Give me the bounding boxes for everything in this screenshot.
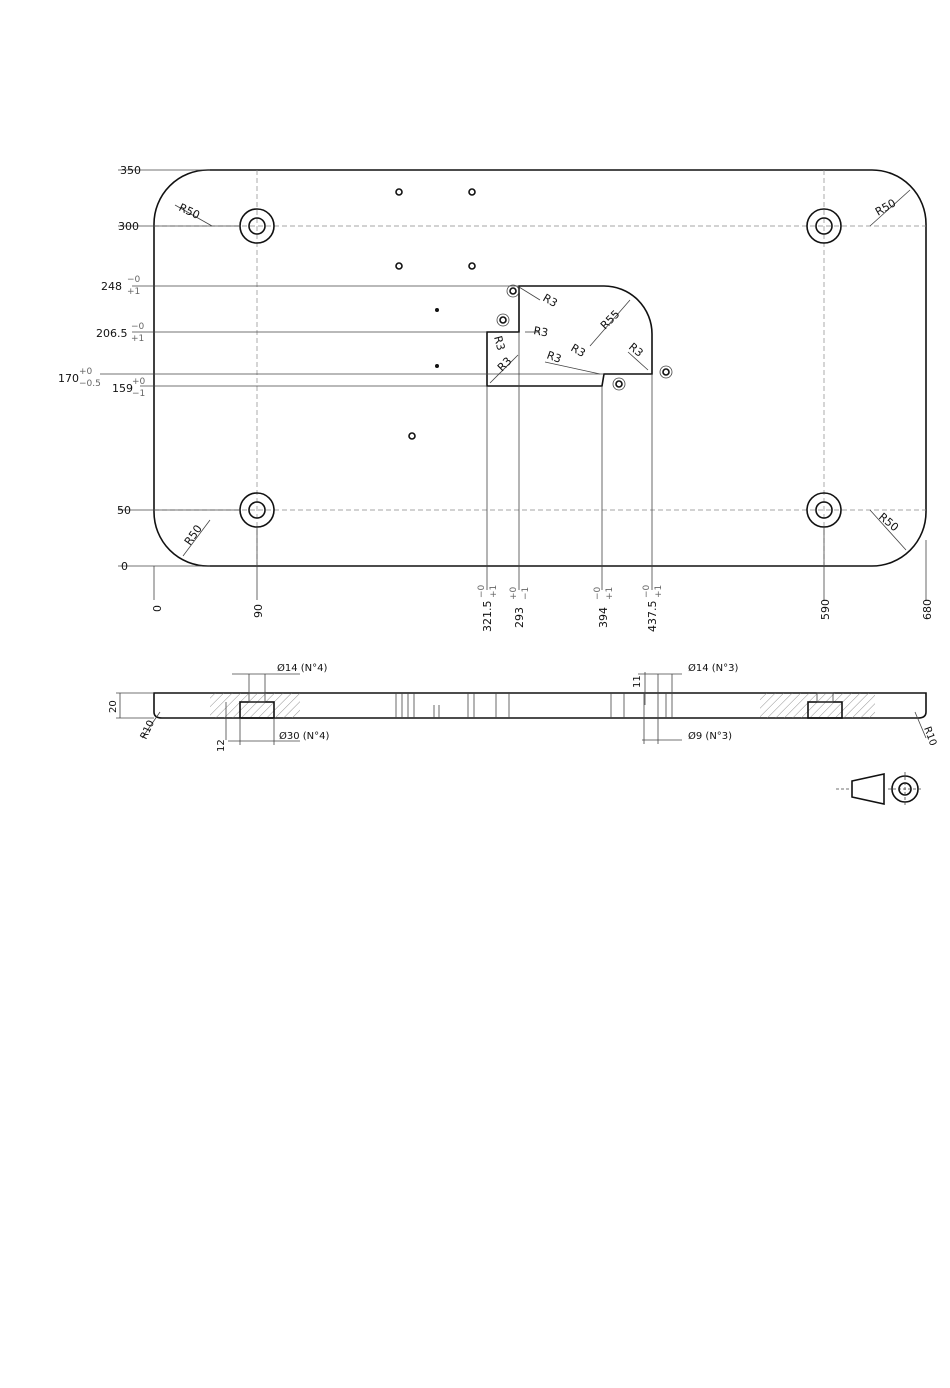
thickness-label: 20 (108, 700, 119, 713)
cutout-outline (487, 286, 652, 386)
depth-11-label: 11 (632, 675, 643, 688)
dim-y-0: 0 (121, 560, 128, 573)
counterbore-depth-label: 12 (216, 739, 227, 752)
x-dimension-lines (154, 332, 926, 600)
first-angle-projection-icon (836, 772, 922, 806)
dim-y-206-5-tol-upper: −0 (131, 322, 145, 332)
radius-label: R55 (598, 308, 622, 332)
dim-x-394-tol-upper: −0 (593, 586, 603, 600)
dim-x-680: 680 (921, 599, 934, 620)
hole-n4-large-label: Ø30 (N°4) (279, 730, 330, 742)
radius-label: R50 (177, 201, 202, 222)
y-dimension-lines (100, 170, 604, 566)
radius-label: R50 (182, 523, 205, 548)
dim-y-248: 248 (101, 280, 122, 293)
dim-x-293-tol-lower: −1 (521, 587, 531, 600)
dim-y-50: 50 (117, 504, 131, 517)
x-dimension-labels: 0 90 321.5 −0 +1 293 +0 −1 394 −0 +1 437… (151, 584, 934, 632)
section-view: 20 12 11 R10 R10 Ø14 (N°4) Ø30 (N°4) Ø14… (108, 662, 938, 752)
dim-x-394-tol-lower: +1 (605, 587, 615, 600)
radius-label: R3 (545, 349, 563, 366)
plan-view: 350 300 248 −0 +1 206.5 −0 +1 170 +0 −0.… (58, 164, 934, 632)
edge-radius-right-label: R10 (921, 725, 938, 747)
radius-label: R3 (626, 340, 646, 359)
dim-y-350: 350 (120, 164, 141, 177)
dim-x-437-5-tol-lower: +1 (654, 585, 664, 598)
hole-n3-large-label: Ø9 (N°3) (688, 730, 732, 742)
dim-y-170: 170 (58, 372, 79, 385)
hole-n3-small-label: Ø14 (N°3) (688, 662, 739, 674)
radius-label: R3 (569, 341, 588, 360)
dim-y-206-5: 206.5 (96, 327, 128, 340)
dim-x-394: 394 (597, 607, 610, 628)
dim-y-159: 159 (112, 382, 133, 395)
small-holes (396, 189, 475, 439)
dim-x-437-5: 437.5 (646, 601, 659, 633)
dim-x-321-5-tol-lower: +1 (489, 585, 499, 598)
radius-label: R3 (532, 324, 549, 339)
radius-label: R3 (495, 355, 515, 375)
dim-x-321-5: 321.5 (481, 601, 494, 633)
radius-label: R50 (876, 510, 901, 534)
dim-y-159-tol-lower: −1 (132, 389, 145, 399)
plate-outline (154, 170, 926, 566)
y-dimension-labels: 350 300 248 −0 +1 206.5 −0 +1 170 +0 −0.… (58, 164, 146, 573)
radius-label: R3 (491, 334, 507, 352)
dim-y-300: 300 (118, 220, 139, 233)
dim-x-90: 90 (252, 604, 265, 618)
radius-label: R3 (541, 291, 560, 310)
dim-y-159-tol-upper: +0 (132, 377, 146, 387)
dim-x-437-5-tol-upper: −0 (642, 584, 652, 598)
dim-x-590: 590 (819, 599, 832, 620)
radius-leaders (175, 190, 910, 556)
dim-y-170-tol-lower: −0.5 (79, 379, 101, 389)
radius-labels: R50 R50 R50 R50 R3 R3 R3 R3 R3 R3 R55 R3 (177, 197, 901, 548)
edge-radius-left-label: R10 (139, 719, 157, 741)
dim-x-293-tol-upper: +0 (509, 586, 519, 600)
dim-y-248-tol-upper: −0 (127, 275, 141, 285)
dim-y-248-tol-lower: +1 (127, 287, 140, 297)
dim-x-293: 293 (513, 607, 526, 628)
radius-label: R50 (873, 197, 898, 219)
hole-n4-small-label: Ø14 (N°4) (277, 662, 328, 674)
dim-x-0: 0 (151, 605, 164, 612)
dim-x-321-5-tol-upper: −0 (477, 584, 487, 598)
dim-y-206-5-tol-lower: +1 (131, 334, 144, 344)
dim-y-170-tol-upper: +0 (79, 367, 93, 377)
